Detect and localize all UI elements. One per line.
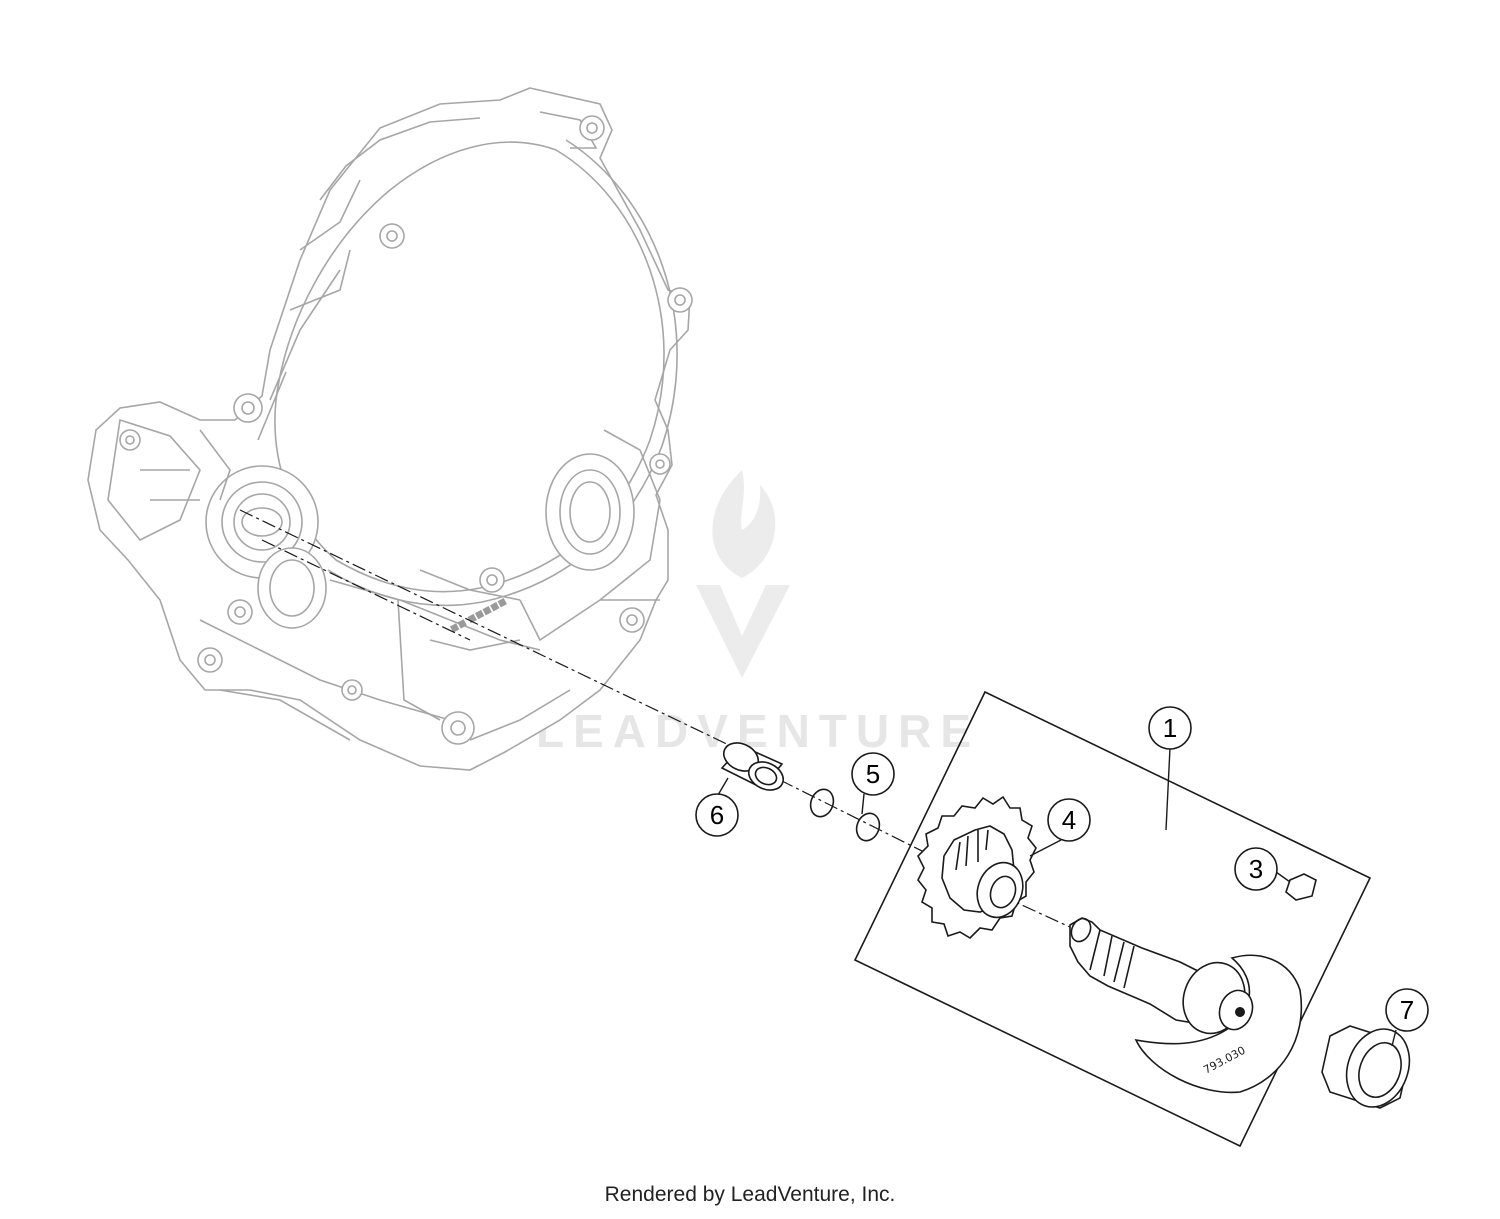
kickstart-gear — [917, 795, 1037, 940]
callout-circle — [1047, 798, 1091, 842]
callout-1: 1 — [1148, 706, 1192, 750]
clutch-cover: ■■ ■■■■■ — [87, 87, 693, 771]
circlip — [809, 788, 881, 842]
callout-3: 3 — [1234, 847, 1278, 891]
watermark: LEADVENTURE — [536, 470, 980, 757]
callout-5: 5 — [851, 752, 895, 796]
credit-text: Rendered by LeadVenture, Inc. — [604, 1183, 896, 1206]
assembly-frame — [853, 690, 1372, 1148]
callout-number: 7 — [1400, 995, 1414, 1025]
callout-number: 3 — [1249, 854, 1263, 884]
callout-number: 5 — [866, 759, 880, 789]
bushing — [720, 742, 785, 791]
callout-circle — [1385, 988, 1429, 1032]
callout-6: 6 — [695, 793, 739, 837]
callout-number: 6 — [710, 800, 724, 830]
watermark-text: LEADVENTURE — [536, 705, 980, 757]
callout-circle — [695, 793, 739, 837]
callout-circle — [1148, 706, 1192, 750]
callout-4: 4 — [1047, 798, 1091, 842]
leader-lines — [717, 747, 1397, 1047]
woodruff-key — [1285, 873, 1317, 901]
callout-7: 7 — [1385, 988, 1429, 1032]
callouts: 1 3 4 5 6 7 — [695, 706, 1429, 1032]
callout-number: 4 — [1062, 805, 1076, 835]
watermark-logo-icon — [696, 470, 790, 678]
callout-circle — [851, 752, 895, 796]
kickstart-shaft: 793.030 — [1069, 917, 1303, 1094]
seal-ring — [1321, 1025, 1411, 1109]
callout-number: 1 — [1163, 713, 1177, 743]
callout-circle — [1234, 847, 1278, 891]
